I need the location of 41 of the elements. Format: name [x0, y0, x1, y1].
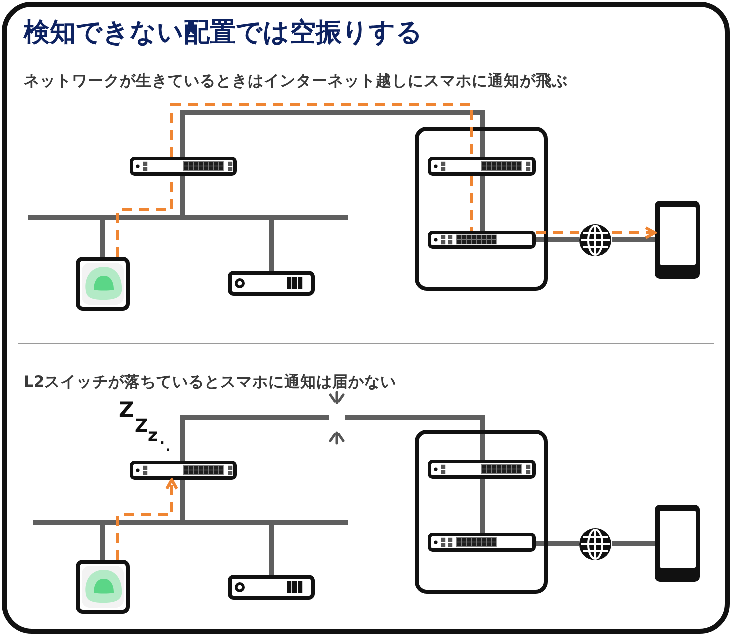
- cable-line: [100, 220, 106, 257]
- network-device-icon: [228, 575, 315, 600]
- data-flow-line: [470, 176, 474, 231]
- sensor-icon: [76, 257, 130, 311]
- globe-icon: [579, 528, 612, 561]
- sensor-icon: [76, 560, 130, 614]
- cable-line: [180, 416, 329, 461]
- cable-line: [180, 480, 186, 520]
- cable-line: [536, 542, 579, 546]
- sleep-zzz: ZZz..: [118, 398, 172, 456]
- data-flow-line: [170, 104, 474, 157]
- network-switch-icon: [428, 460, 536, 479]
- cable-line: [180, 110, 486, 157]
- network-switch-icon: [428, 157, 536, 176]
- network-switch-icon: [130, 461, 237, 480]
- network-switch-icon: [428, 231, 536, 249]
- heading: 検知できない配置では空振りする: [24, 17, 423, 50]
- network-switch-icon: [130, 157, 237, 176]
- cable-break-icon: [329, 391, 345, 445]
- cable-line: [270, 525, 274, 575]
- cable-line: [612, 238, 655, 242]
- rack-cabinet: [415, 127, 548, 291]
- subheading: ネットワークが生きているときはインターネット越しにスマホに通知が飛ぶ: [24, 71, 568, 92]
- globe-icon: [579, 224, 612, 257]
- smartphone-icon: [655, 505, 700, 582]
- data-flow-line: [536, 232, 579, 234]
- cable-line: [180, 176, 186, 215]
- cable-line: [480, 479, 486, 533]
- cable-line: [612, 542, 655, 546]
- data-flow-arrow: [116, 478, 178, 560]
- network-switch-icon: [428, 533, 536, 552]
- network-device-icon: [228, 271, 315, 296]
- cable-line: [270, 220, 274, 271]
- data-flow-arrow: [612, 226, 656, 240]
- cable-line: [345, 416, 486, 460]
- rack-cabinet: [415, 430, 548, 594]
- cable-line: [536, 238, 579, 242]
- smartphone-icon: [655, 201, 700, 279]
- cable-line: [100, 525, 106, 560]
- subheading: L2スイッチが落ちているとスマホに通知は届かない: [24, 372, 397, 392]
- cable-line: [480, 176, 486, 231]
